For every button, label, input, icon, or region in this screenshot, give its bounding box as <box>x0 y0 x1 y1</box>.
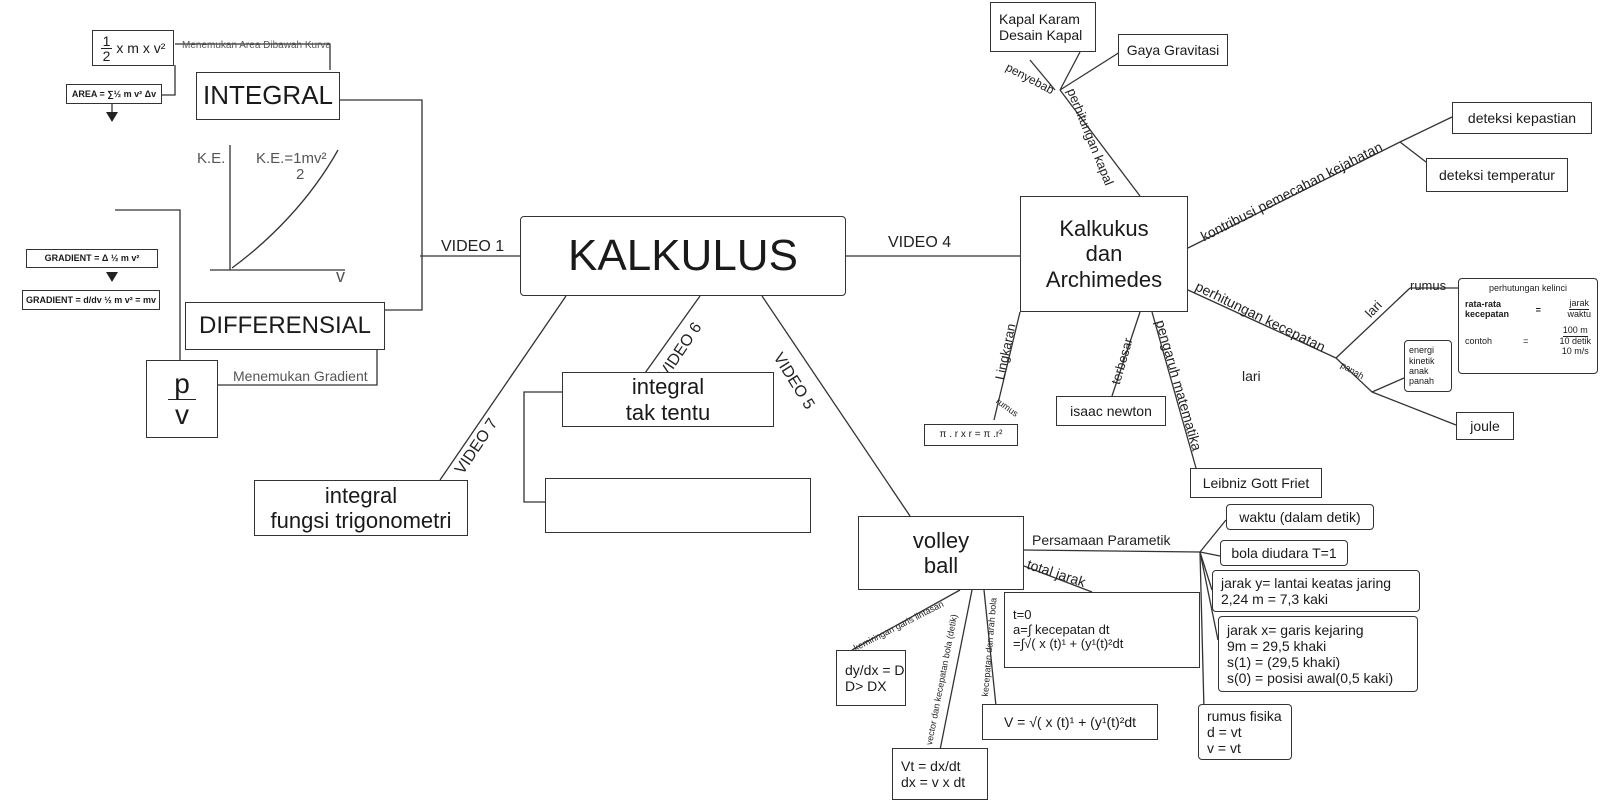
kecepatan-label: kecepatan dan arah bola <box>980 597 999 697</box>
area-formula: AREA = ∑½ m v² Δv <box>66 84 162 104</box>
gaya-gravitasi-node: Gaya Gravitasi <box>1118 34 1228 66</box>
lari-branch-label: lari <box>1362 297 1385 321</box>
kemiringan-label: kemiringan garis lintasan <box>852 598 946 653</box>
video-4-label: VIDEO 4 <box>888 234 952 251</box>
total-jarak-label: total jarak <box>1025 556 1088 590</box>
gradient-label: Menemukan Gradient <box>233 368 368 384</box>
video-7-label: VIDEO 7 <box>452 415 502 478</box>
vector-label: vector dan kecepatan bola (detik) <box>924 613 960 746</box>
rumus-small-label: rumus <box>994 396 1021 419</box>
deteksi-temperatur-node: deteksi temperatur <box>1426 158 1568 192</box>
pengaruh-matematika-label: pengaruh matematika <box>1152 318 1206 453</box>
integral-node: INTEGRAL <box>196 72 340 120</box>
central-node-kalkulus: KALKULUS <box>520 216 846 296</box>
penyebab-label: penyebab <box>1003 60 1057 98</box>
vt-box: Vt = dx/dt dx = v x dt <box>892 748 988 800</box>
video-1-label: VIDEO 1 <box>441 238 505 255</box>
terbesar-label: terbesar <box>1108 336 1136 387</box>
down-arrow-icon <box>106 112 118 122</box>
waktu-node: waktu (dalam detik) <box>1226 504 1374 530</box>
jarak-y-node: jarak y= lantai keatas jaring 2,24 m = 7… <box>1212 570 1420 612</box>
kontribusi-label: kontribusi pemecahan kejahatan <box>1198 138 1385 245</box>
rumus-fisika-node: rumus fisika d = vt v = vt <box>1198 704 1292 760</box>
archimedes-node: Kalkukus dan Archimedes <box>1020 196 1188 312</box>
lari-text: lari <box>1242 368 1261 384</box>
gradient-formula-1: GRADIENT = Δ ½ m v² <box>26 249 158 268</box>
panah-label: panah <box>1339 360 1366 382</box>
lingkaran-label: Lingkaran <box>992 322 1019 382</box>
down-arrow-icon <box>106 272 118 282</box>
graph-x-label: v <box>336 266 345 286</box>
area-label: Menemukan Area Dibawah Kurva <box>182 40 331 51</box>
p-over-v-formula: p v <box>146 360 218 438</box>
isaac-newton-node: isaac newton <box>1056 396 1166 426</box>
pi-formula-box: π . r x r = π .r² <box>924 424 1018 446</box>
graph-equation: K.E.=1mv² <box>256 150 327 167</box>
gradient-formula-2: GRADIENT = d/dv ½ m v² = mv <box>22 290 160 310</box>
bola-node: bola diudara T=1 <box>1220 540 1348 566</box>
rumus-label: rumus <box>1410 278 1447 293</box>
persamaan-parametik-label: Persamaan Parametik <box>1032 532 1171 548</box>
integral-tak-tentu-node: integral tak tentu <box>562 372 774 427</box>
integral-trigonometri-node: integral fungsi trigonometri <box>254 480 468 536</box>
joule-node: joule <box>1456 412 1514 440</box>
deteksi-kepastian-node: deteksi kepastian <box>1452 102 1592 134</box>
perhitungan-kecepatan-label: perhitungan kecepatan <box>1192 278 1329 355</box>
dy-dx-box: dy/dx = D D> DX <box>836 650 906 706</box>
kapal-karam-node: Kapal Karam Desain Kapal <box>990 2 1096 52</box>
empty-node <box>545 478 811 533</box>
differensial-node: DIFFERENSIAL <box>185 302 385 350</box>
perhitungan-kapal-label: perhitungan kapal <box>1064 86 1117 188</box>
volley-ball-node: volley ball <box>858 516 1024 590</box>
kinetic-energy-formula: 1 2 x m x v² <box>92 30 174 66</box>
graph-equation-denominator: 2 <box>296 166 305 183</box>
jarak-x-node: jarak x= garis kejaring 9m = 29,5 khaki … <box>1218 616 1418 692</box>
graph-y-label: K.E. <box>197 150 226 167</box>
velocity-formula-box: V = √( x (t)¹ + (y¹(t)²dt <box>982 704 1158 740</box>
perhitungan-kelinci-box: perhutungan kelinci rata-rata kecepatan … <box>1458 278 1598 374</box>
video-5-label: VIDEO 5 <box>769 350 818 413</box>
energi-kinetik-box: energi kinetik anak panah <box>1404 340 1452 392</box>
leibniz-node: Leibniz Gott Friet <box>1190 468 1322 498</box>
total-distance-formula-box: t=0 a=∫ kecepatan dt =∫√( x (t)¹ + (y¹(t… <box>1004 592 1200 668</box>
